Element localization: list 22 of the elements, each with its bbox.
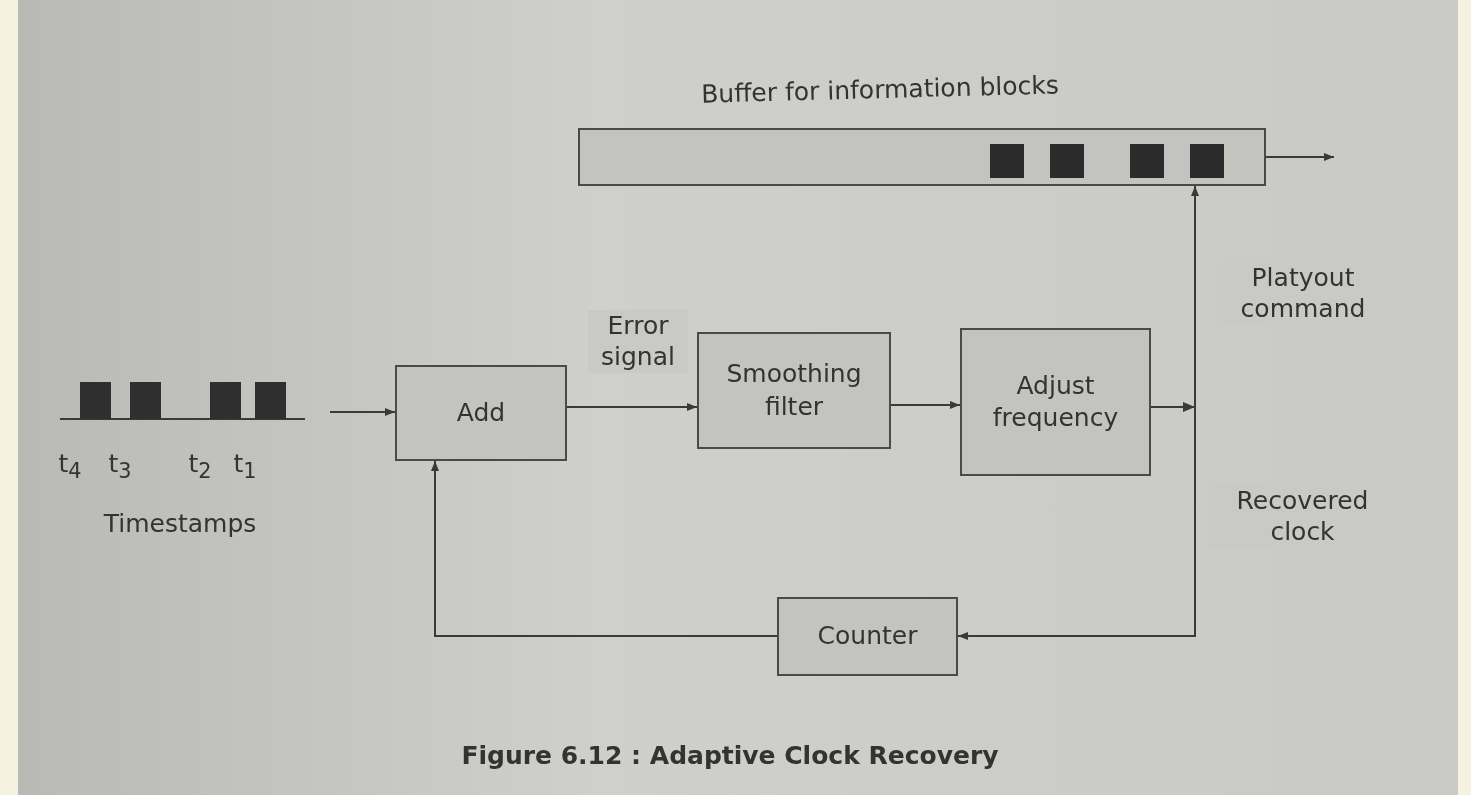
process-box <box>697 332 891 449</box>
figure-caption: Figure 6.12 : Adaptive Clock Recovery <box>460 740 1000 772</box>
process-box <box>395 365 567 461</box>
box-label: Adjust frequency <box>991 369 1120 434</box>
arrow <box>957 406 1196 640</box>
process-box <box>960 328 1151 476</box>
arrow <box>431 460 778 637</box>
box-label: Add <box>456 396 506 429</box>
arrow <box>329 408 396 416</box>
timestamp-label: t$_{1}$ <box>232 448 258 485</box>
timestamp-label: t$_{2}$ <box>187 448 213 485</box>
box-label: Counter <box>817 620 918 653</box>
arrow <box>566 403 698 411</box>
timestamp-label: t$_{4}$ <box>57 448 83 485</box>
process-box <box>777 597 958 676</box>
box-label: Smoothing filter <box>725 358 863 423</box>
arrow <box>890 401 961 409</box>
edge-label: Error signal <box>588 310 688 373</box>
timestamp-label: t$_{3}$ <box>107 448 133 485</box>
caption-label: Timestamps <box>102 508 258 540</box>
buffer-title: Buffer for information blocks <box>699 69 1061 111</box>
arrow <box>1265 153 1335 161</box>
